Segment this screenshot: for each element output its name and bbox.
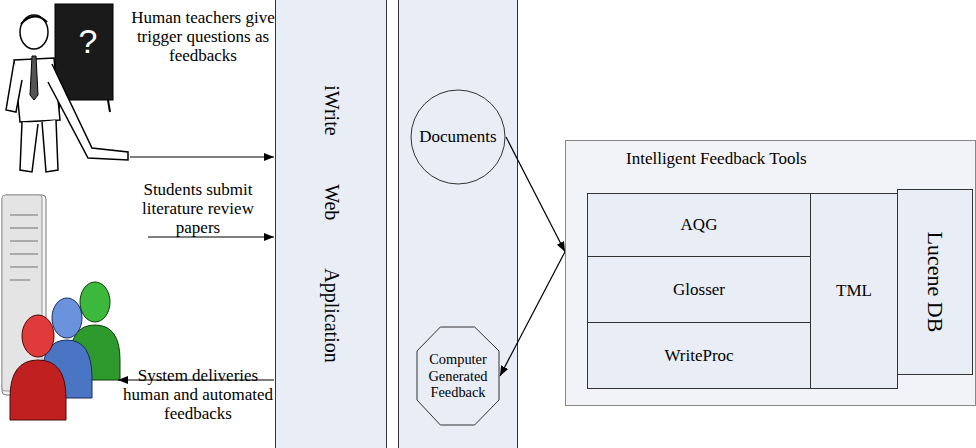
- teacher-figure: [6, 4, 128, 172]
- annotation-label: System deliveries human and automated fe…: [118, 366, 278, 424]
- flow-arrow: [500, 252, 565, 376]
- process-box: AQG: [587, 193, 811, 257]
- node-text: WriteProc: [660, 346, 737, 366]
- students-figure: [2, 195, 120, 420]
- node-text: Computer Generated Feedback: [416, 351, 500, 401]
- annotation-label: Students submit literature review papers: [118, 180, 278, 238]
- node-text: Documents: [415, 127, 500, 147]
- documents-circle: Documents: [410, 89, 506, 185]
- node-text: Lucene DB: [922, 232, 947, 333]
- process-box: TML: [810, 193, 898, 389]
- database-box: Lucene DB: [897, 189, 973, 375]
- tools-panel: Intelligent Feedback ToolsAQG GlosserWrit…: [565, 140, 976, 406]
- node-text: AQG: [677, 215, 722, 235]
- application-band: iWrite Web Application: [275, 0, 387, 448]
- node-text: Intelligent Feedback Tools: [626, 149, 807, 169]
- middle-band: [399, 0, 518, 448]
- process-box: WriteProc: [587, 322, 811, 389]
- process-box: Glosser: [587, 256, 811, 323]
- annotation-label: Human teachers give trigger questions as…: [128, 8, 278, 66]
- node-text: iWrite Web Application: [320, 85, 343, 362]
- flow-arrow: [506, 137, 565, 252]
- node-text: Glosser: [669, 280, 729, 300]
- board-symbol: ?: [68, 24, 108, 58]
- feedback-octagon: Computer Generated Feedback: [416, 326, 500, 426]
- node-text: TML: [832, 281, 876, 301]
- leader-arrow: [130, 156, 274, 157]
